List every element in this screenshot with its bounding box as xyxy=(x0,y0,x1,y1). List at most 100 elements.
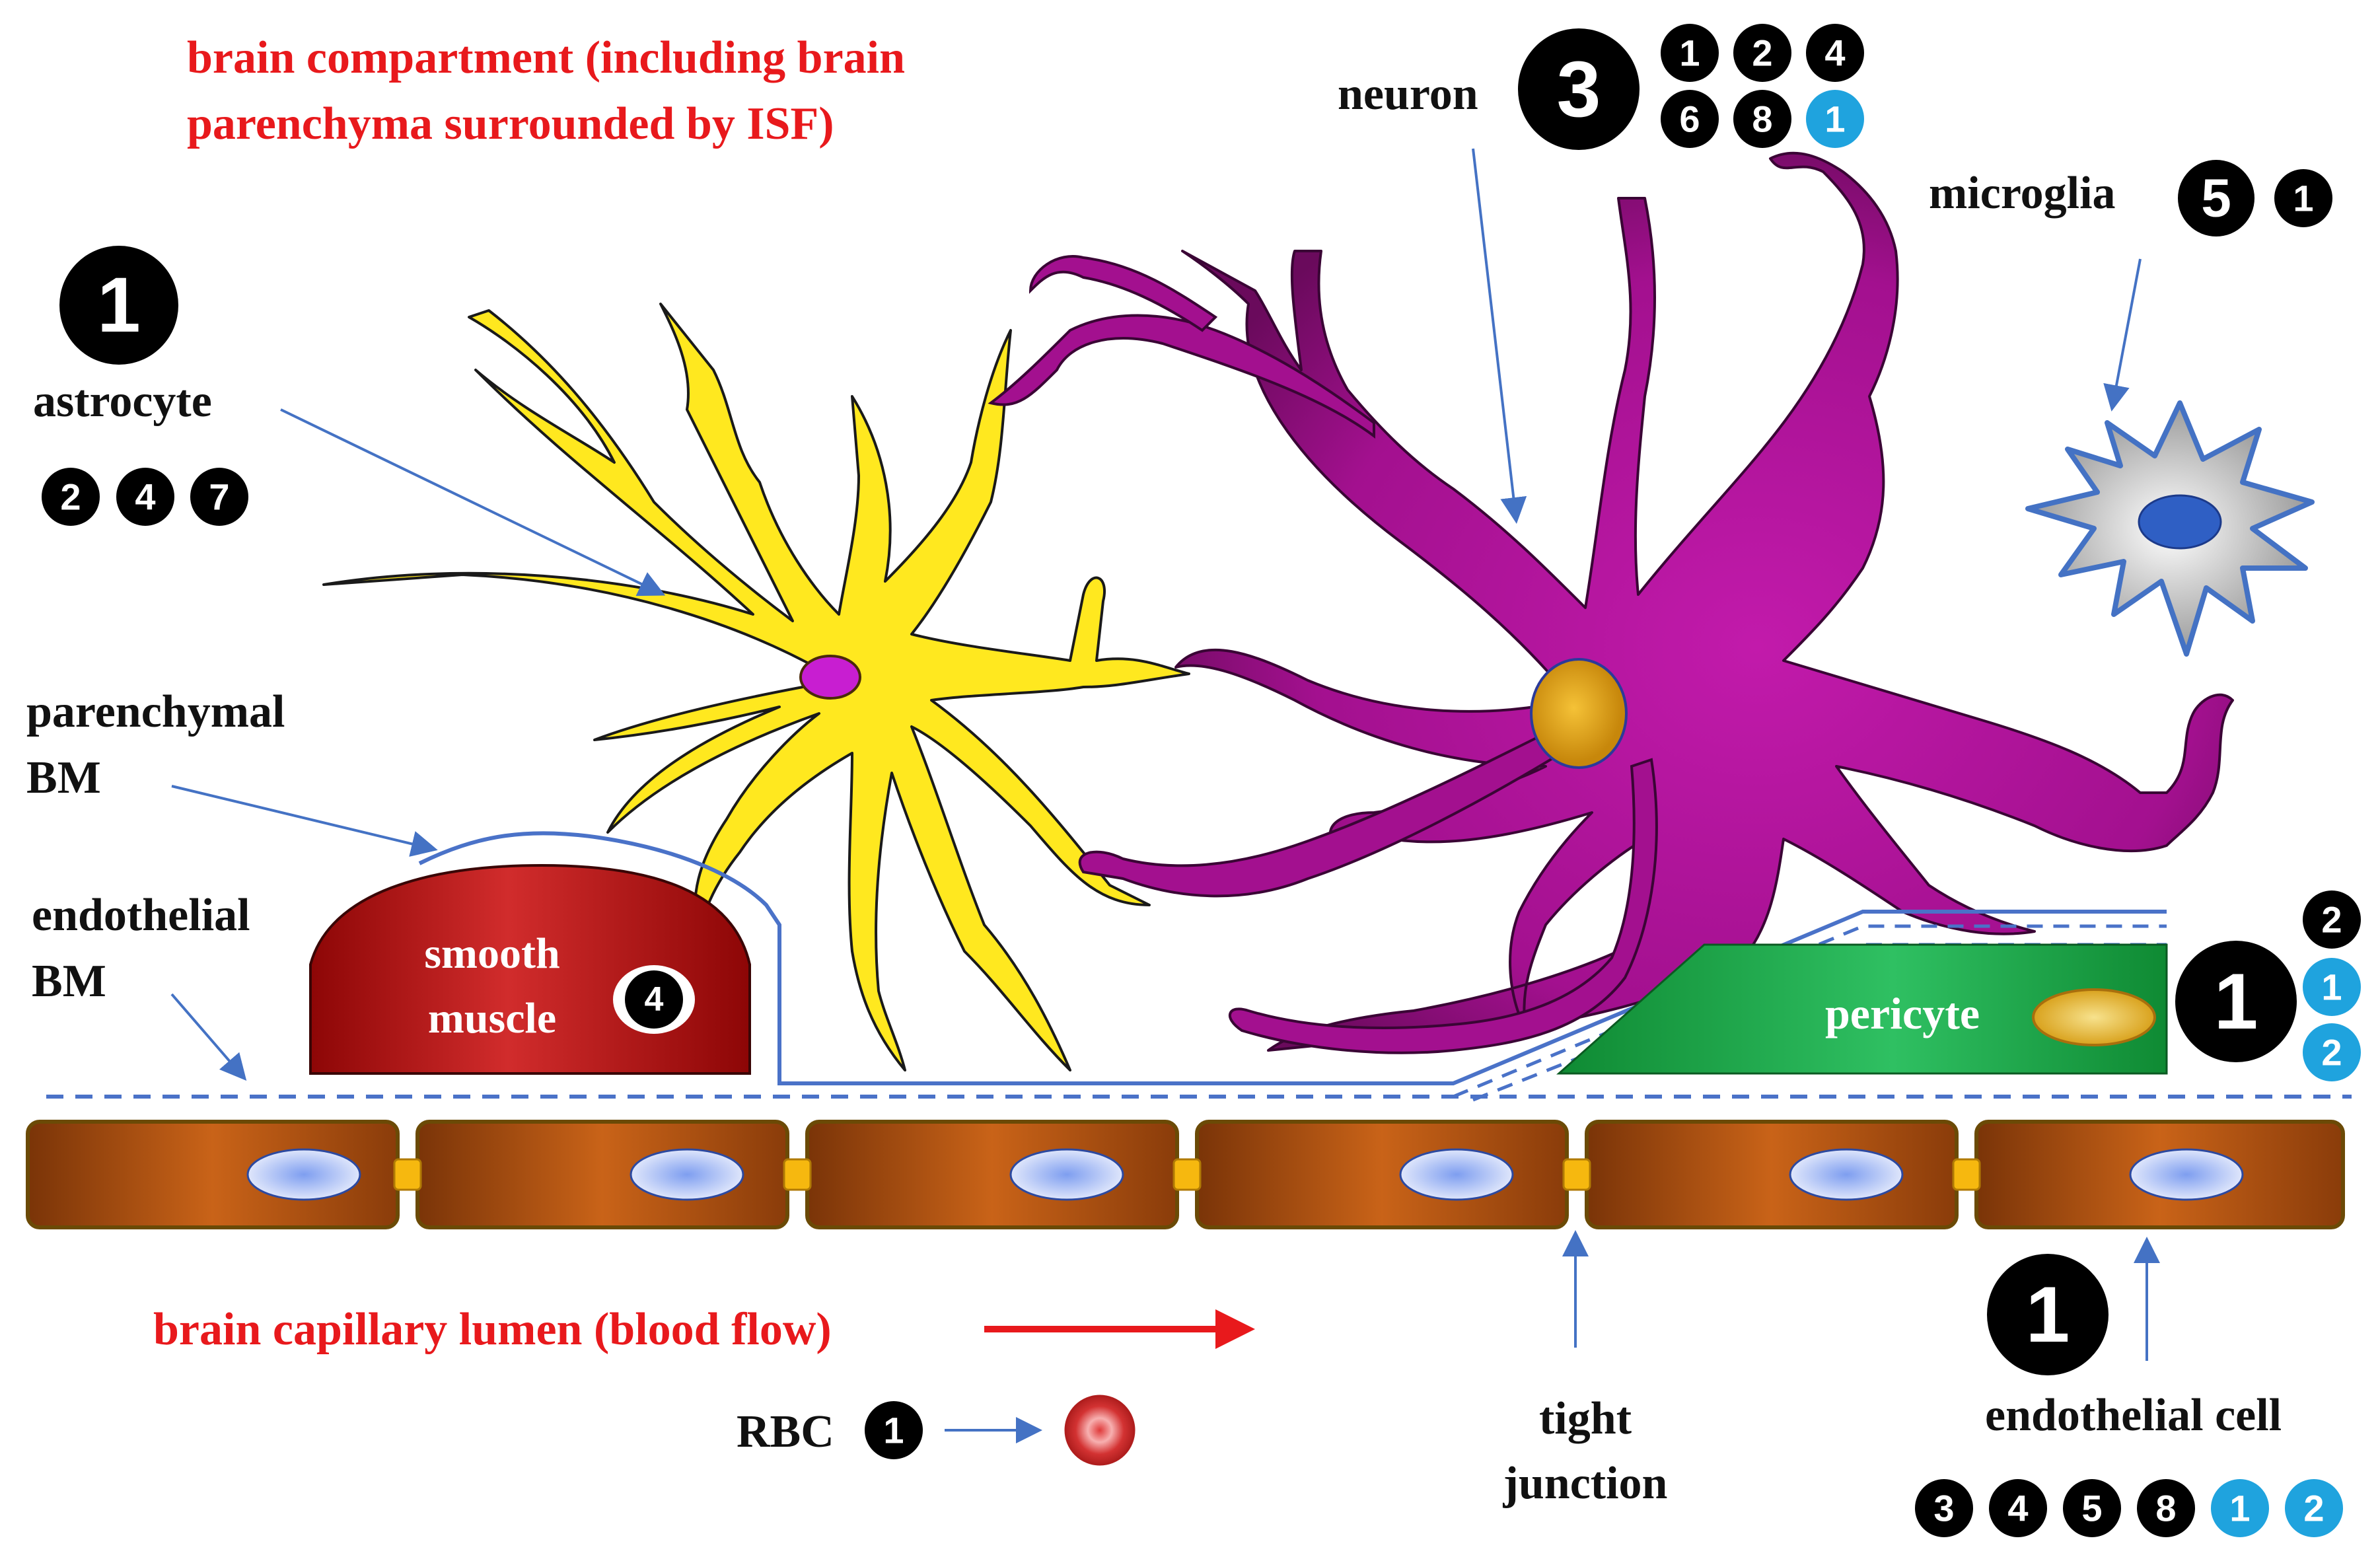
endothelial-nucleus xyxy=(630,1148,744,1201)
endothelial-badge-small-number: 5 xyxy=(2081,1488,2102,1529)
neuron-badge-small-number: 1 xyxy=(1679,32,1700,74)
neuron-badge-small xyxy=(1733,24,1791,82)
neuron-badge-small-number: 2 xyxy=(1752,32,1772,74)
neuron-badge-small-blue xyxy=(1806,90,1864,148)
tight-junction-1 xyxy=(393,1158,422,1191)
smooth-muscle-label-line2: muscle xyxy=(428,994,556,1042)
lumen-label: brain capillary lumen (blood flow) xyxy=(153,1304,832,1355)
pericyte-badge-small-blue-number: 1 xyxy=(2321,966,2342,1008)
neuron-badge-small xyxy=(1661,24,1719,82)
pericyte-badge-large-number: 1 xyxy=(2214,957,2258,1046)
endothelial-badge-small-blue-number: 1 xyxy=(2229,1488,2250,1529)
endothelial-cell-row xyxy=(26,1120,2345,1229)
endothelial-badge-large xyxy=(1987,1254,2109,1375)
microglia-label: microglia xyxy=(1929,168,2116,219)
endothelial-badge-large-number: 1 xyxy=(2026,1270,2070,1359)
astrocyte-cell xyxy=(322,303,1190,1071)
endothelial-badge-small-number: 4 xyxy=(2007,1488,2028,1529)
astrocyte-pointer-arrow xyxy=(280,408,666,597)
endothelial-badge-small-blue xyxy=(2285,1479,2343,1537)
rbc-label: RBC xyxy=(737,1406,834,1457)
endothelial-badge-small xyxy=(2137,1479,2195,1537)
astrocyte-badge-small-number: 7 xyxy=(209,476,229,518)
endothelial-badge-small xyxy=(1915,1479,1973,1537)
neuron-label: neuron xyxy=(1338,69,1478,120)
pericyte-badge-small-blue-number: 2 xyxy=(2321,1032,2342,1073)
tight-junction-label-line2: junction xyxy=(1503,1458,1668,1509)
pericyte-badge-small xyxy=(2303,890,2361,949)
smooth-muscle-badge-number: 4 xyxy=(645,980,664,1019)
tight-junction-5 xyxy=(1952,1158,1981,1191)
parenchymal-bm-pointer-arrow xyxy=(171,785,438,857)
endothelial-nucleus xyxy=(1399,1148,1514,1201)
astrocyte-badge-small xyxy=(190,468,248,526)
pericyte-membrane-dashed-upper xyxy=(1453,924,2167,1099)
astrocyte-label: astrocyte xyxy=(33,376,212,427)
neuron-badge-small-number: 6 xyxy=(1679,98,1700,140)
endothelial-nucleus xyxy=(1789,1148,1904,1201)
microglia-cell xyxy=(2025,400,2315,657)
endothelial-badge-small-number: 8 xyxy=(2155,1488,2176,1529)
pericyte-badge-small-blue xyxy=(2303,1023,2361,1081)
rbc-badge-number: 1 xyxy=(883,1410,904,1451)
astrocyte-badge-small xyxy=(42,468,100,526)
astrocyte-badge-large-number: 1 xyxy=(97,262,141,349)
neuron-badge-large xyxy=(1518,28,1640,150)
endothelial-bm-label-line2: BM xyxy=(32,956,106,1007)
pericyte-label: pericyte xyxy=(1825,988,1980,1038)
endothelial-badge-small-number: 3 xyxy=(1933,1488,1954,1529)
endothelial-nucleus xyxy=(2129,1148,2244,1201)
pericyte-nucleus xyxy=(2032,988,2156,1046)
neuron-nucleus xyxy=(1530,658,1628,769)
microglia-badge-small-number: 1 xyxy=(2293,178,2313,219)
microglia-pointer-arrow xyxy=(2103,258,2142,412)
parenchymal-basement-membrane xyxy=(418,831,2167,1085)
endothelial-badge-small-blue xyxy=(2211,1479,2269,1537)
microglia-nucleus xyxy=(2138,494,2222,550)
astrocyte-badge-small xyxy=(116,468,174,526)
neuron-cell xyxy=(988,151,2234,1054)
neuron-badge-small xyxy=(1733,90,1791,148)
neuron-badge-small-number: 4 xyxy=(1824,32,1845,74)
neuron-badge-small xyxy=(1806,24,1864,82)
endothelial-badge-small-blue-number: 2 xyxy=(2303,1488,2324,1529)
astrocyte-badge-small-number: 4 xyxy=(135,476,155,518)
brain-compartment-label-line2: parenchyma surrounded by ISF) xyxy=(187,98,834,149)
red-blood-cell xyxy=(1064,1395,1136,1466)
tight-junction-label-line1: tight xyxy=(1539,1393,1632,1444)
endothelial-badge-small xyxy=(2063,1479,2121,1537)
smooth-muscle-badge xyxy=(625,970,683,1029)
endothelial-nucleus xyxy=(1009,1148,1124,1201)
smooth-muscle-label-line1: smooth xyxy=(424,929,559,978)
microglia-badge-small xyxy=(2274,169,2332,227)
tight-junction-2 xyxy=(783,1158,812,1191)
endothelial-bm-pointer-arrow xyxy=(170,993,247,1081)
tight-junction-4 xyxy=(1562,1158,1591,1191)
endothelial-bm-label-line1: endothelial xyxy=(32,890,250,941)
tight-junction-3 xyxy=(1172,1158,1202,1191)
neuron-badge-small-number: 8 xyxy=(1752,98,1772,140)
pericyte-badge-large xyxy=(2175,941,2297,1062)
astrocyte-badge-small-number: 2 xyxy=(60,476,81,518)
microglia-badge-large xyxy=(2178,160,2254,236)
neuron-pointer-arrow xyxy=(1472,148,1527,524)
neuron-badge-small-blue-number: 1 xyxy=(1824,98,1845,140)
astrocyte-nucleus xyxy=(799,655,861,700)
brain-compartment-label-line1: brain compartment (including brain xyxy=(187,32,905,83)
neuron-badge-large-number: 3 xyxy=(1557,45,1601,133)
microglia-badge-large-number: 5 xyxy=(2201,168,2231,229)
pericyte-cell: pericyte xyxy=(1556,943,2168,1075)
endothelial-cell-label: endothelial cell xyxy=(1985,1390,2282,1441)
parenchymal-bm-label-line1: parenchymal xyxy=(26,686,285,737)
rbc-badge xyxy=(865,1401,923,1459)
astrocyte-badge-large xyxy=(59,246,178,365)
smooth-muscle-cell: smooth muscle 4 xyxy=(309,863,751,1075)
parenchymal-bm-label-line2: BM xyxy=(26,752,101,803)
pericyte-badge-small-blue xyxy=(2303,958,2361,1016)
endothelial-nucleus xyxy=(246,1148,361,1201)
endothelial-badge-small xyxy=(1989,1479,2047,1537)
neuron-badge-small xyxy=(1661,90,1719,148)
pericyte-badge-small-number: 2 xyxy=(2321,899,2342,941)
